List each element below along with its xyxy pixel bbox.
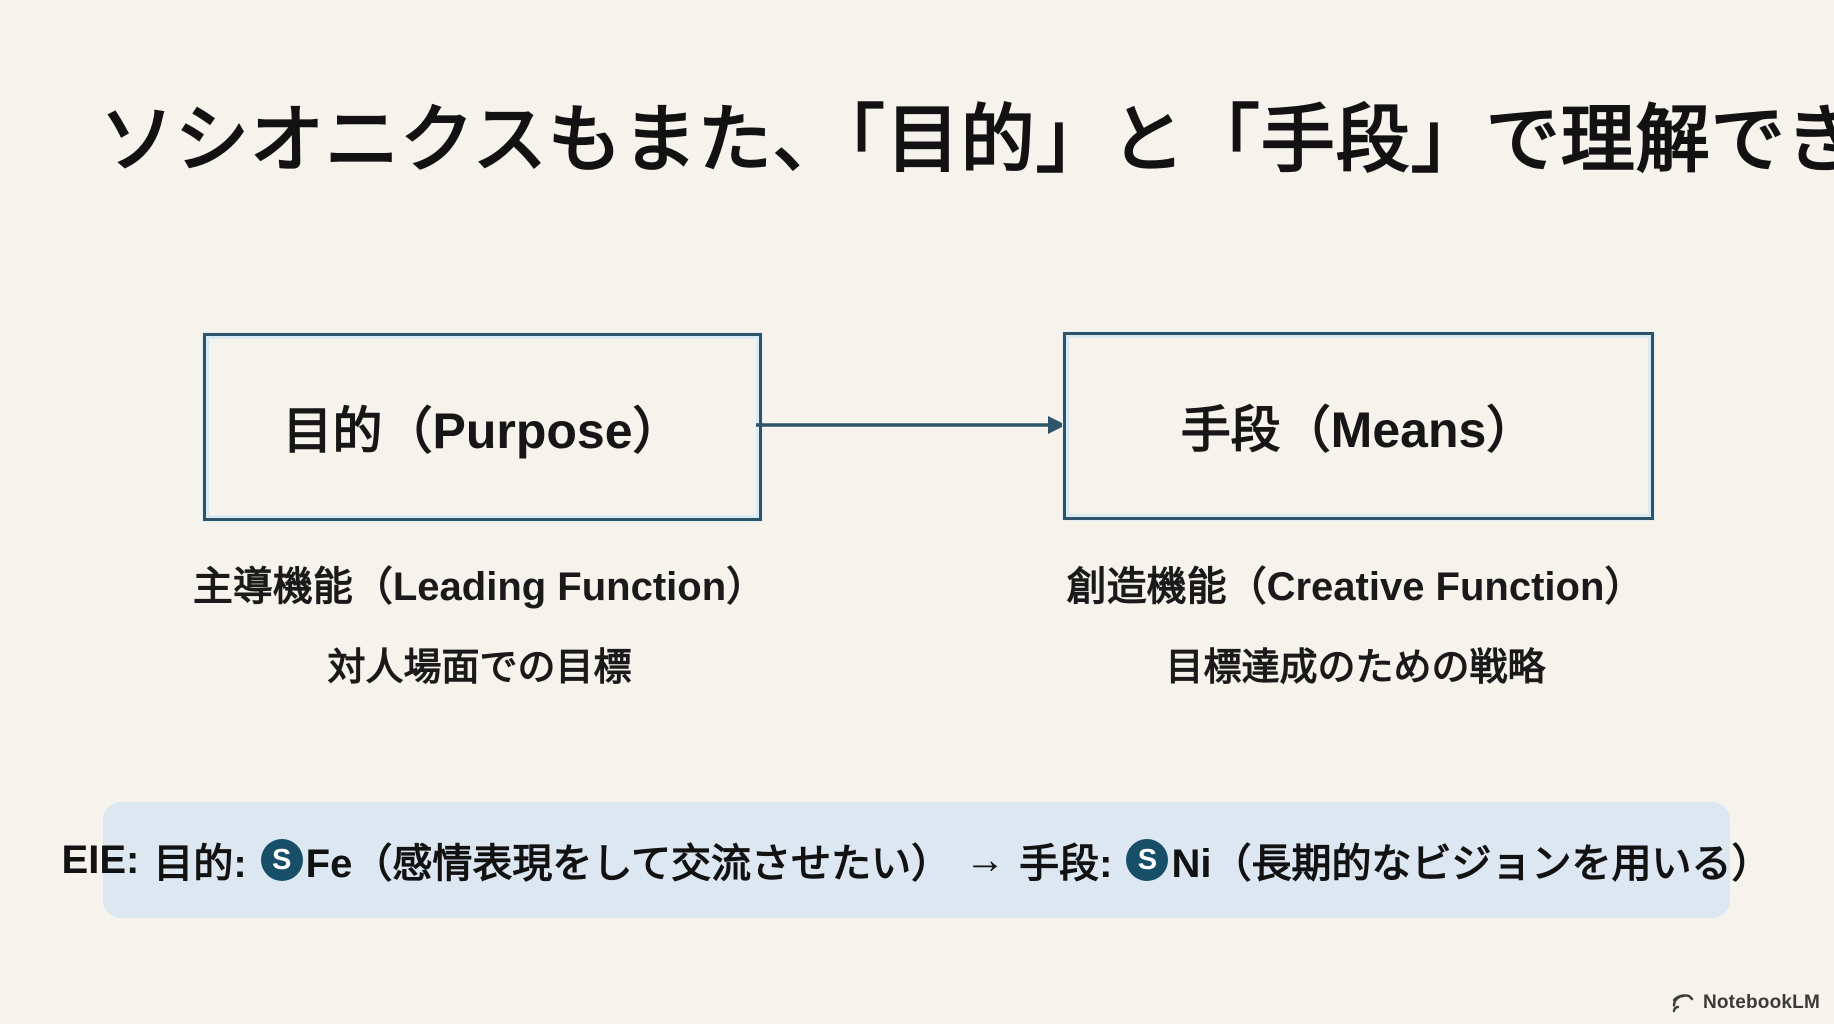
arrow-connector-icon	[756, 416, 1066, 434]
example-means-segment: S Ni（長期的なビジョンを用いる）	[1126, 831, 1771, 889]
means-box: 手段（Means）	[1063, 332, 1654, 520]
slide-title: ソシオニクスもまた、「目的」と「手段」で理解できる	[100, 98, 1834, 181]
purpose-box-label: 目的（Purpose）	[282, 403, 683, 459]
means-notes: 創造機能（Creative Function） 目標達成のための戦略	[1009, 554, 1702, 691]
purpose-note-goal: 対人場面での目標	[327, 647, 632, 689]
example-row: EIE: 目的: S Fe（感情表現をして交流させたい） → 手段: S Ni（…	[62, 831, 1772, 889]
socionics-s-badge-icon: S	[1126, 839, 1169, 881]
example-purpose-label: 目的:	[153, 842, 247, 886]
example-type-prefix: EIE:	[61, 837, 140, 882]
watermark-label: NotebookLM	[1702, 992, 1820, 1013]
example-purpose-segment: S Fe（感情表現をして交流させたい）	[260, 831, 952, 889]
example-means-value: Ni（長期的なビジョンを用いる）	[1171, 842, 1772, 886]
means-note-creative-function: 創造機能（Creative Function）	[1066, 565, 1645, 609]
means-box-label: 手段（Means）	[1180, 402, 1537, 458]
example-means-label: 手段:	[1019, 842, 1113, 886]
socionics-s-badge-icon: S	[260, 839, 303, 881]
flow-arrow-icon: →	[965, 837, 1006, 882]
means-note-strategy: 目標達成のための戦略	[1165, 647, 1546, 689]
notebooklm-logo-icon	[1672, 994, 1694, 1013]
watermark: NotebookLM	[1671, 992, 1820, 1014]
example-purpose-value: Fe（感情表現をして交流させたい）	[305, 842, 952, 886]
example-bar: EIE: 目的: S Fe（感情表現をして交流させたい） → 手段: S Ni（…	[62, 802, 1771, 918]
purpose-box: 目的（Purpose）	[203, 333, 762, 521]
purpose-note-leading-function: 主導機能（Leading Function）	[192, 565, 767, 609]
purpose-notes: 主導機能（Leading Function） 対人場面での目標	[133, 554, 826, 691]
